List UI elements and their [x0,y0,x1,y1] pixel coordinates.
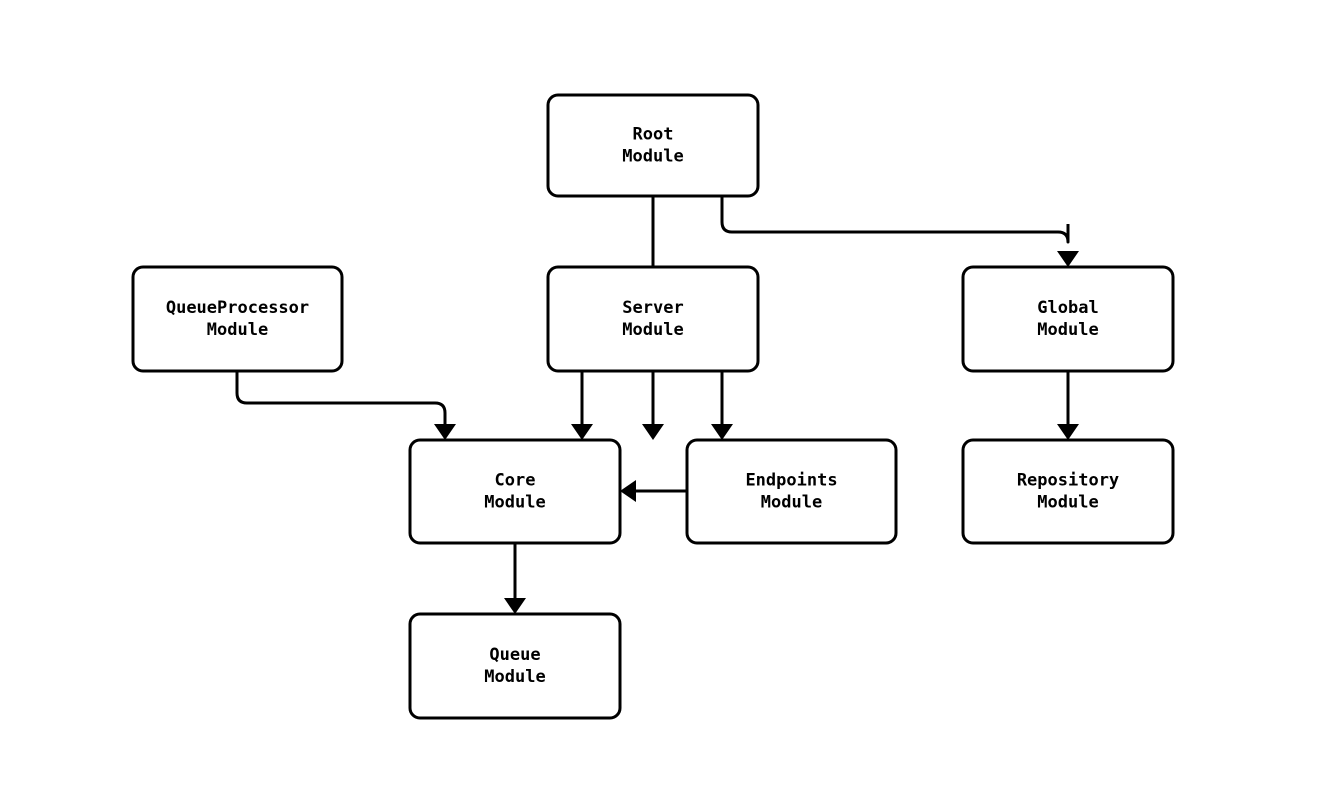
edge-queueprocessor-to-core [235,371,456,440]
edge-server-to-core [571,371,593,440]
node-label-line1: Repository [1017,471,1119,491]
arrow-head-icon [620,480,636,502]
arrow-head-icon [504,598,526,614]
node-box[interactable] [408,612,622,720]
node-box[interactable] [685,438,898,545]
node-label-line1: Global [1037,298,1098,318]
node-label-line2: Module [1037,320,1098,340]
node-label-line2: Module [484,667,545,687]
edge-server-to-endpoints [711,371,733,440]
edge-global-to-repository [1057,371,1079,440]
node-box[interactable] [408,438,622,545]
node-box[interactable] [961,438,1175,545]
arrow-head-icon [1057,424,1079,440]
edge-root-to-global [720,196,1079,267]
node-box[interactable] [546,93,760,198]
node-label-line1: QueueProcessor [166,298,309,318]
node-label-line2: Module [207,320,268,340]
node-box[interactable] [546,265,760,373]
node-label-line1: Endpoints [745,471,837,491]
node-label-line2: Module [622,320,683,340]
arrow-head-icon [571,424,593,440]
edges-layer [235,196,1079,614]
edge-line [720,196,1070,244]
node-label-line1: Core [495,471,536,491]
arrow-head-icon [434,424,456,440]
nodes-layer: RootModuleQueueProcessorModuleServerModu… [131,93,1175,720]
node-label-line2: Module [761,493,822,513]
arrow-head-icon [1057,251,1079,267]
node-label-line1: Server [622,298,683,318]
arrow-head-icon [711,424,733,440]
node-label-line2: Module [484,493,545,513]
node-box[interactable] [961,265,1175,373]
node-label-line2: Module [622,147,683,167]
edge-line [235,371,447,424]
node-label-line1: Root [633,125,674,145]
edge-endpoints-to-core [620,480,687,502]
edge-core-to-queue [504,543,526,614]
node-box[interactable] [131,265,344,373]
node-label-line2: Module [1037,493,1098,513]
node-label-line1: Queue [489,645,540,665]
arrow-head-icon [642,424,664,440]
